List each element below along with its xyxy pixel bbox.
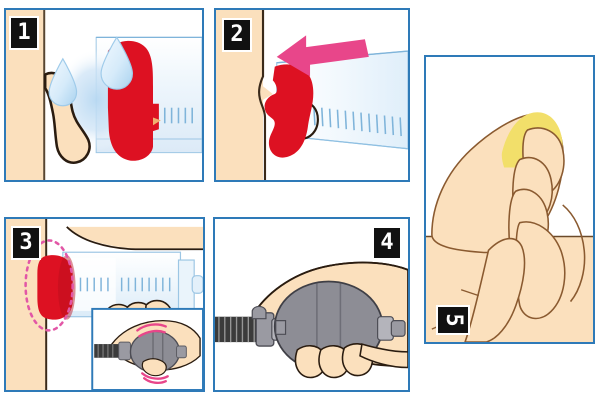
dashed-pink-ellipse [24,239,74,332]
panel-step-3: 3 [4,217,205,392]
panel-3-artwork [6,219,203,390]
cylinder-tick-marks [313,107,402,137]
panel-1-artwork [6,10,202,180]
cylinder-nozzle [191,275,203,294]
panel-4-artwork [215,219,408,390]
water-drop-large [100,36,134,90]
panel-step-2: 2 [214,8,410,182]
panel-5-artwork [426,57,593,342]
panel-step-4: 4 [213,217,410,392]
upper-arm [47,226,203,249]
thumb [464,237,526,342]
water-drop-small [48,57,78,107]
panel-3-inset [94,319,201,385]
panel-step-1: 1 [4,8,204,182]
red-ring [37,255,73,320]
step-badge-2: 2 [222,18,252,52]
pink-motion-lines [136,323,169,385]
step-badge-4: 4 [372,226,402,260]
red-ring [264,64,314,158]
step-badge-5: 5 [436,305,470,335]
step-badge-3: 3 [11,226,41,260]
panel-step-5: 5 [424,55,595,344]
cylinder-tick-marks [79,277,171,292]
pink-arrow-left [276,35,369,77]
fingers-front [294,343,374,379]
step-badge-1: 1 [9,16,39,50]
metal-connector [118,341,131,361]
